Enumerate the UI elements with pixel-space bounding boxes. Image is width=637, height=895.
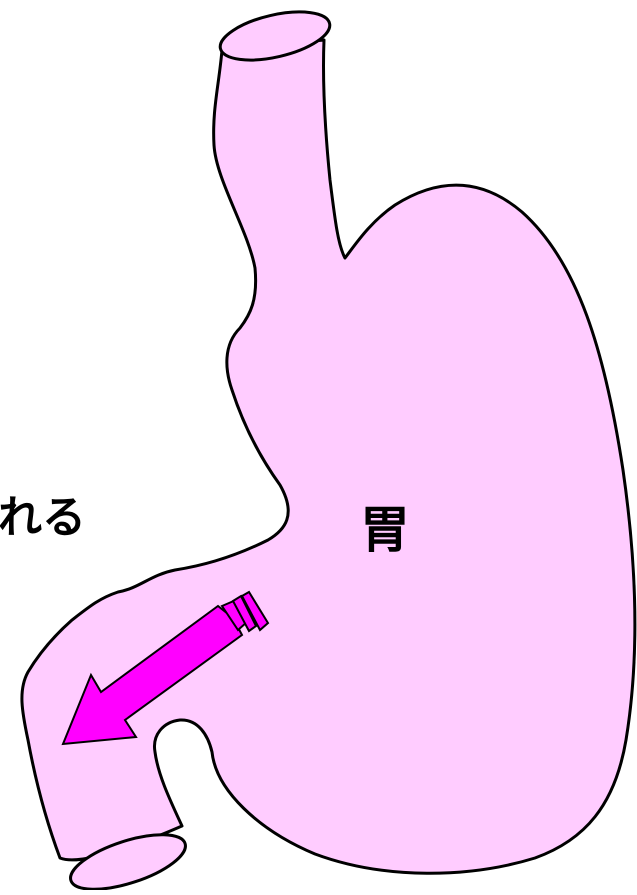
side-text: れる <box>0 490 86 546</box>
organ-label: 胃 <box>360 500 410 560</box>
stomach-outline <box>22 40 635 873</box>
